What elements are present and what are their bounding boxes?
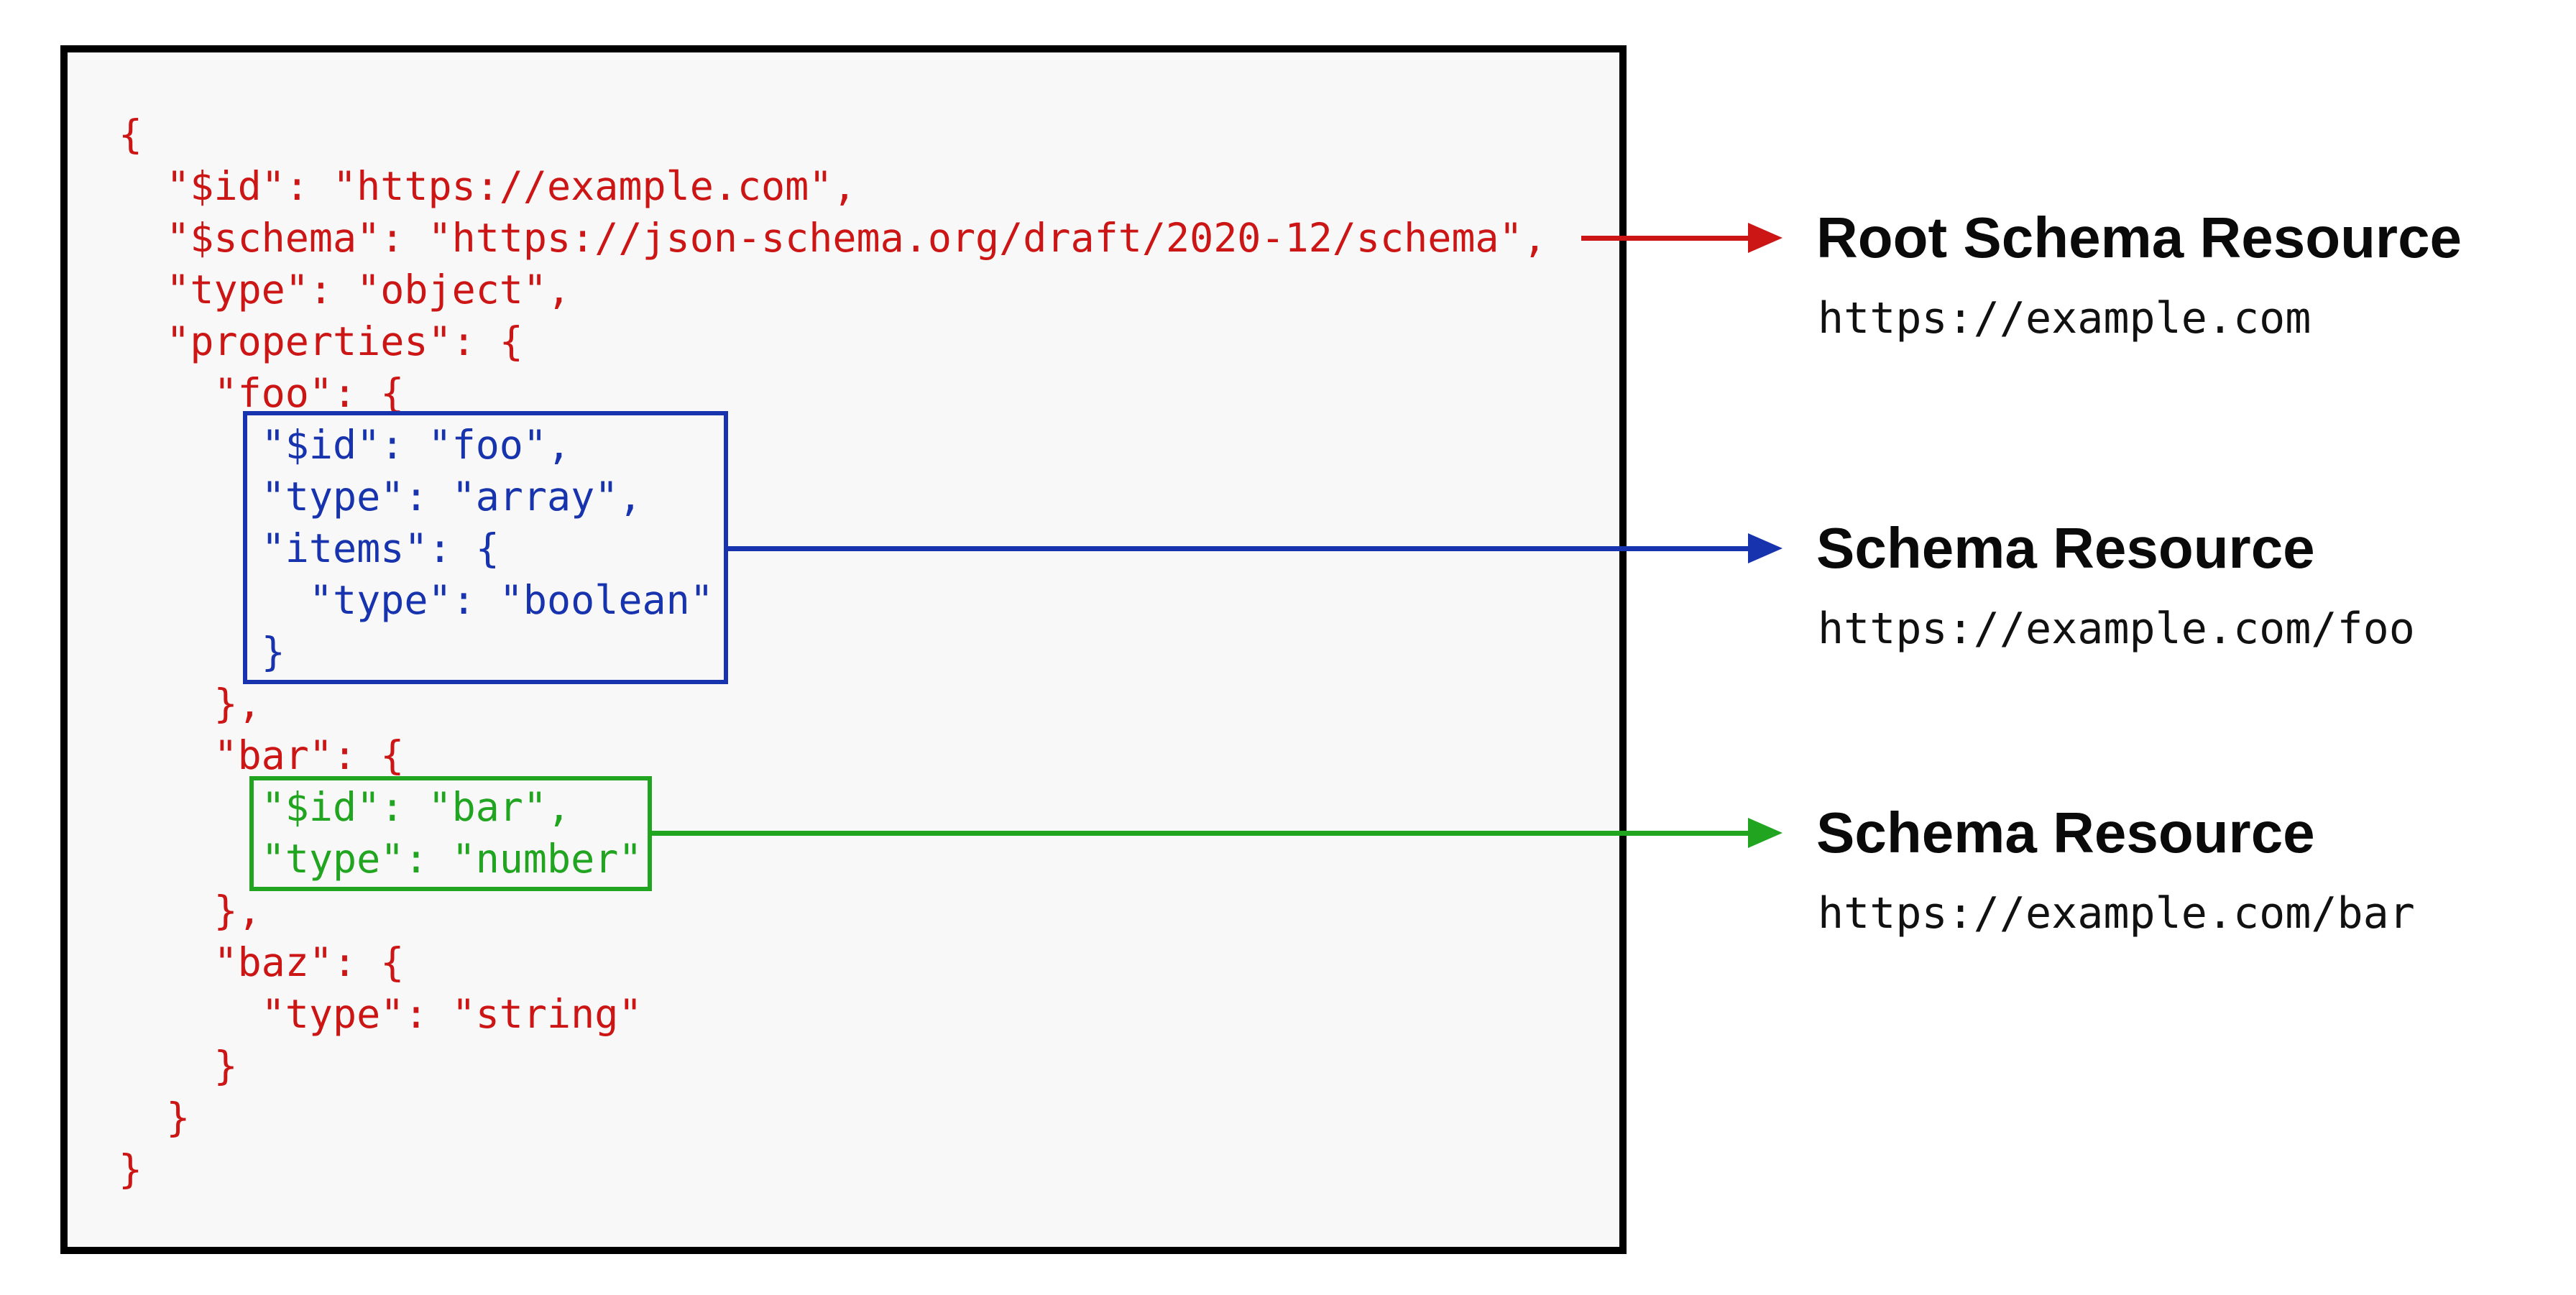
annotation-root-url: https://example.com (1818, 293, 2312, 344)
code-line: }, (119, 681, 262, 727)
code-line: "type": "object", (119, 267, 571, 313)
code-line: "type": "array", (119, 474, 643, 520)
arrow-head-icon (1748, 818, 1782, 848)
code-line: "$id": "foo", (119, 422, 571, 468)
code-line: } (119, 1094, 190, 1140)
foo-schema-resource-outline (243, 411, 728, 684)
arrow-line (1581, 236, 1751, 241)
arrow-line (728, 546, 1751, 551)
annotation-foo-title: Schema Resource (1816, 516, 2315, 580)
annotation-foo-url: https://example.com/foo (1818, 604, 2415, 654)
code-line: "$schema": "https://json-schema.org/draf… (119, 215, 1547, 261)
code-line: }, (119, 888, 262, 934)
code-line: } (119, 1043, 238, 1089)
code-line: "baz": { (119, 939, 405, 985)
code-line: "type": "string" (119, 991, 643, 1037)
annotation-bar-title: Schema Resource (1816, 801, 2315, 865)
bar-schema-resource-outline (249, 776, 652, 891)
arrow-line (652, 831, 1751, 836)
code-line: "$id": "bar", (119, 784, 571, 830)
arrow-head-icon (1748, 223, 1782, 253)
code-line: { (119, 111, 143, 157)
code-line: "type": "boolean" (119, 577, 714, 623)
json-schema-code-panel (60, 45, 1627, 1254)
code-line: } (119, 1146, 143, 1192)
annotation-root-title: Root Schema Resource (1816, 206, 2462, 269)
code-line: "type": "number" (119, 836, 643, 882)
annotation-bar-url: https://example.com/bar (1818, 888, 2415, 939)
code-line: "$id": "https://example.com", (119, 163, 857, 209)
code-line: "properties": { (119, 318, 523, 364)
code-line: } (119, 629, 285, 675)
arrow-head-icon (1748, 533, 1782, 563)
code-line: "bar": { (119, 732, 405, 778)
code-line: "foo": { (119, 370, 405, 416)
code-line: "items": { (119, 525, 500, 571)
